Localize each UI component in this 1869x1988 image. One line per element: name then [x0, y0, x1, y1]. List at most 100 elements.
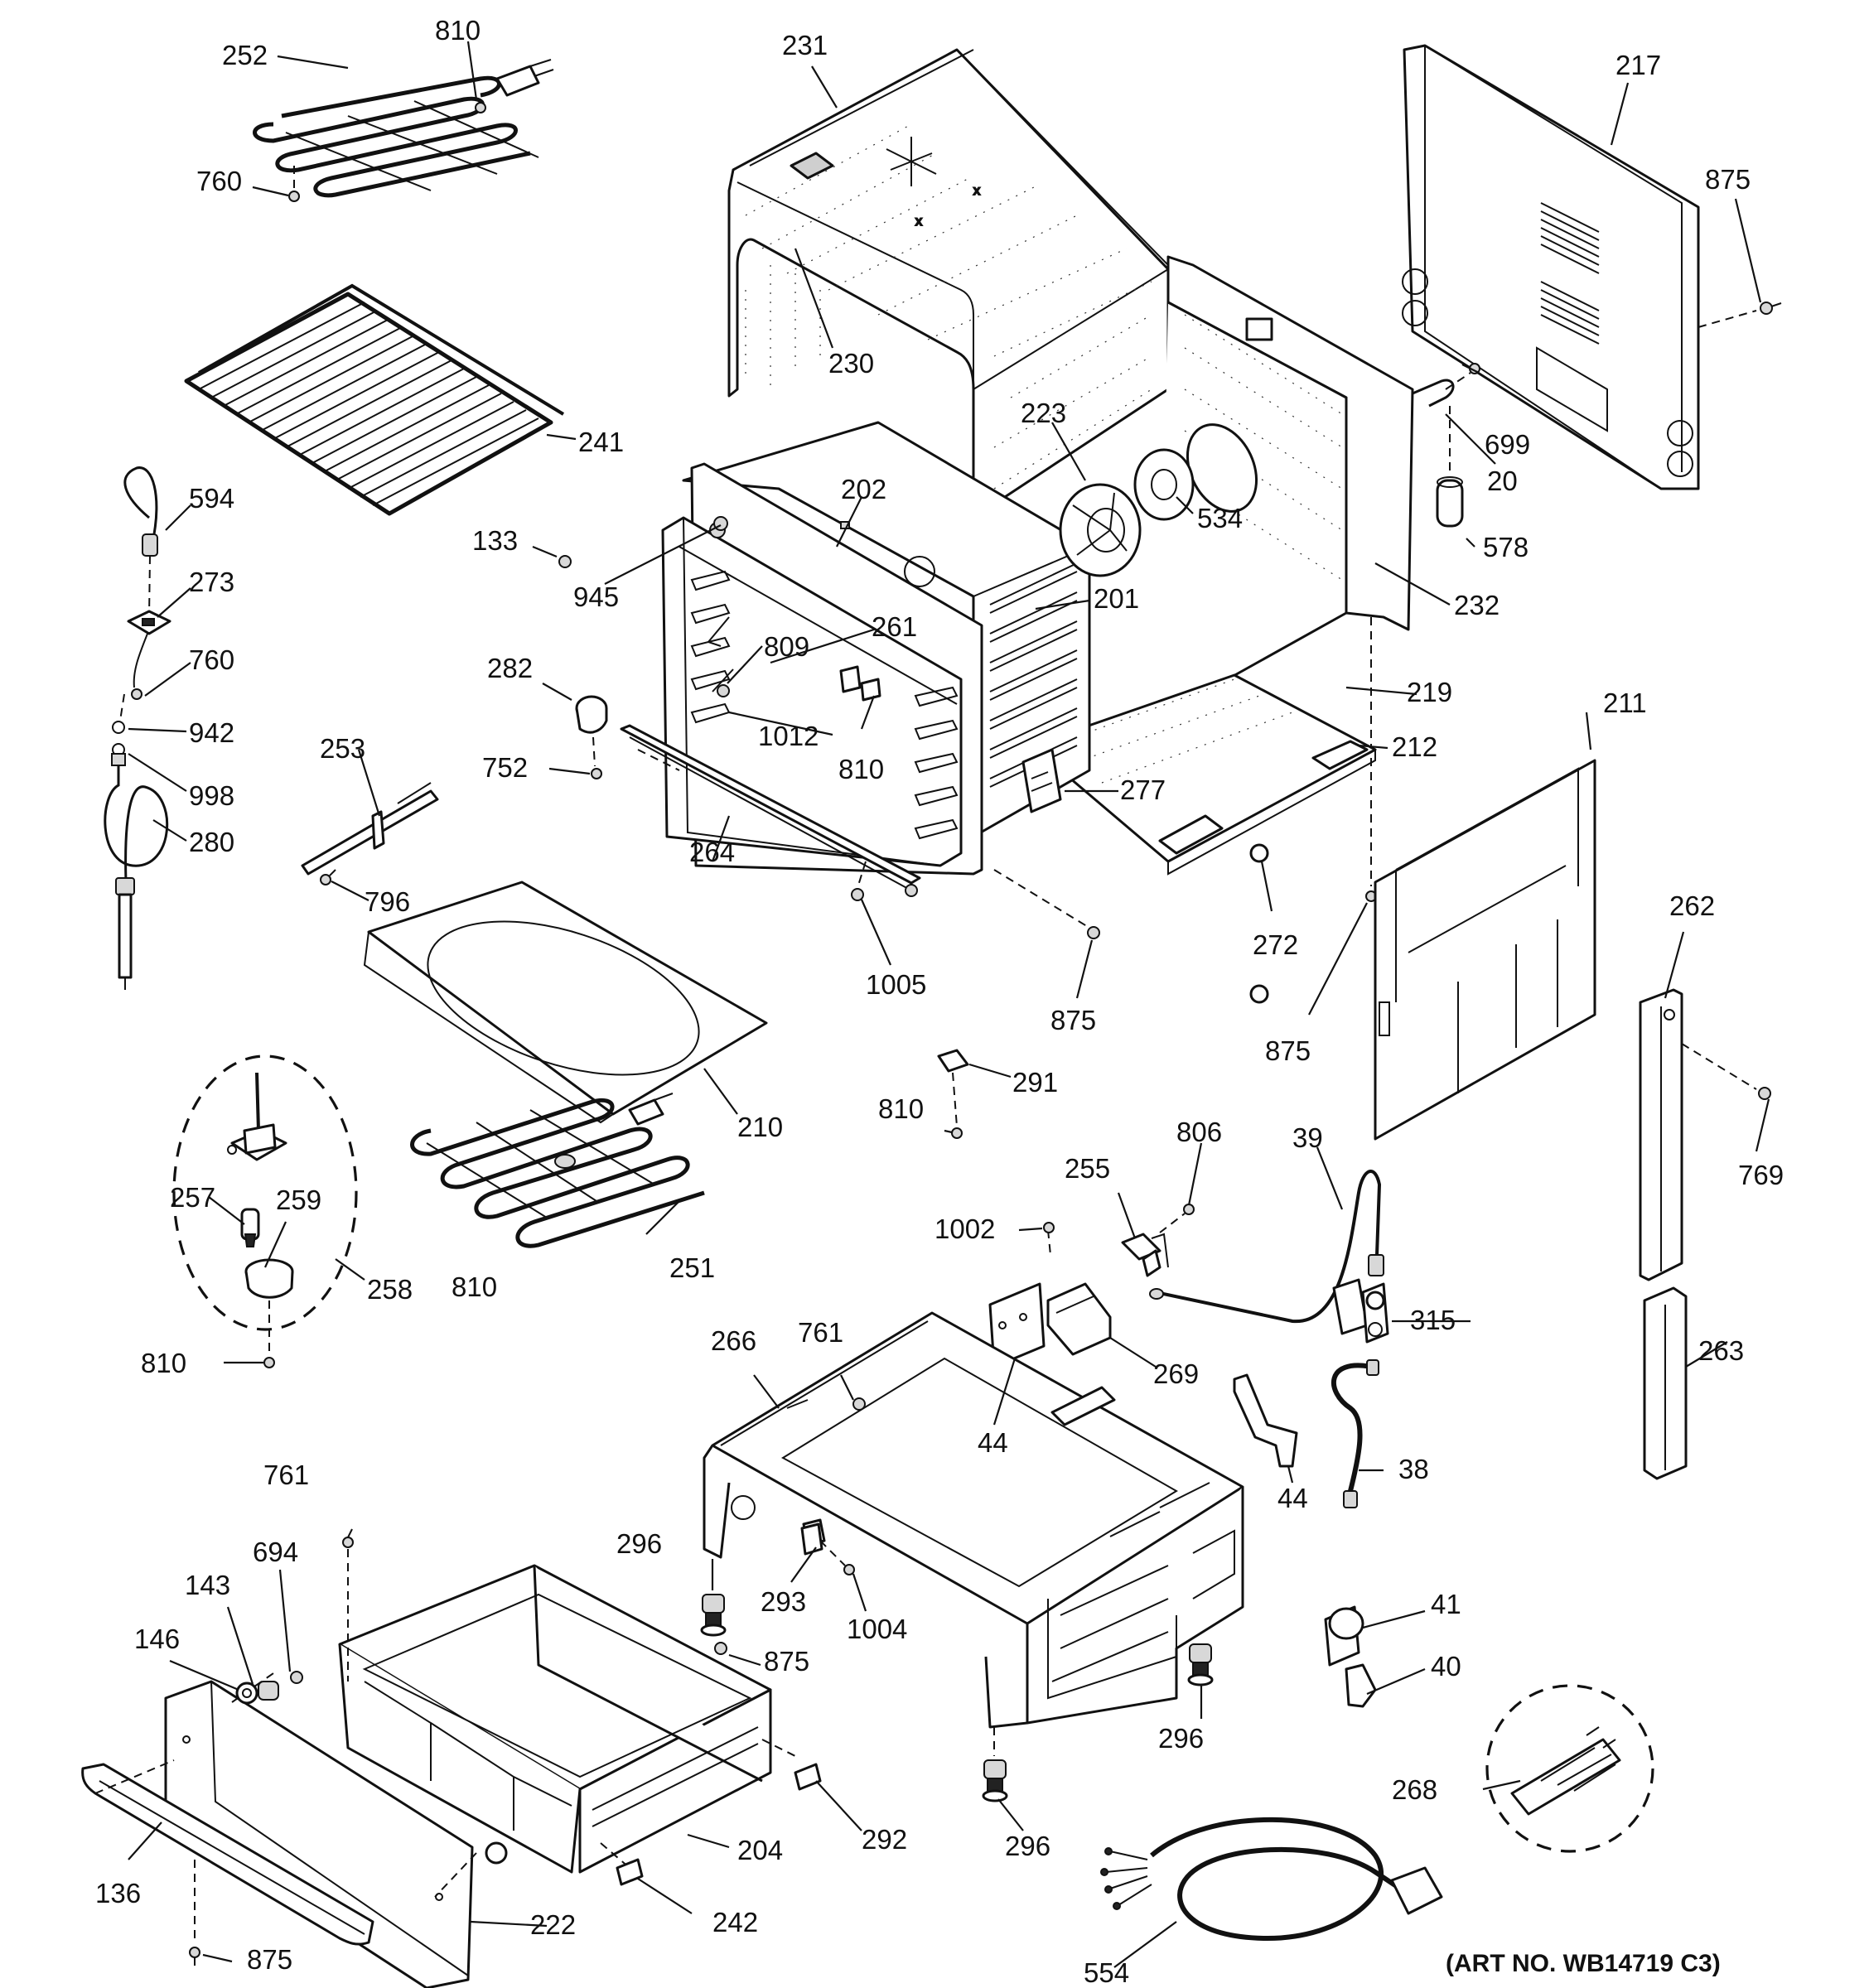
label-280: 280: [189, 827, 234, 857]
label-261: 261: [872, 611, 917, 642]
label-223: 223: [1021, 398, 1066, 428]
label-251: 251: [669, 1252, 715, 1283]
oven-floor-210: [363, 881, 768, 1124]
leveling-legs-296: [700, 1594, 1214, 1802]
gas-line-38: [1331, 1359, 1379, 1508]
label-761b: 761: [263, 1460, 309, 1490]
label-694: 694: [253, 1537, 298, 1567]
drawer-fasteners: [235, 1528, 354, 1705]
regulator-315: [1332, 1278, 1389, 1344]
label-296b: 296: [1158, 1723, 1204, 1754]
label-277: 277: [1120, 774, 1166, 805]
svg-text:x: x: [973, 184, 980, 198]
label-875b: 875: [1050, 1005, 1096, 1035]
label-264: 264: [689, 837, 735, 867]
label-875c: 875: [1265, 1035, 1311, 1066]
label-222: 222: [530, 1909, 576, 1940]
label-942: 942: [189, 717, 234, 748]
outer-wrapper-231: x x: [727, 48, 1170, 519]
small-fasteners-top: [558, 516, 1100, 939]
oven-front-rail-264: [620, 724, 921, 897]
art-number: (ART NO. WB14719 C3): [1446, 1950, 1721, 1977]
label-998: 998: [189, 780, 234, 811]
label-211: 211: [1603, 688, 1647, 718]
label-291: 291: [1012, 1067, 1058, 1098]
label-292: 292: [862, 1824, 907, 1855]
bottom-panel-212: [1030, 673, 1377, 1004]
part-number-labels: 252 810 760 231 230 217 875 241 223 534 …: [95, 15, 1784, 1988]
label-242: 242: [712, 1907, 758, 1937]
label-293: 293: [761, 1586, 806, 1617]
label-133: 133: [472, 525, 518, 556]
side-panel-211: [1374, 759, 1596, 1141]
label-810e: 810: [452, 1271, 497, 1302]
label-534: 534: [1197, 503, 1243, 533]
oven-rack-241: [184, 283, 565, 516]
gas-tubing-39: [1149, 1170, 1384, 1324]
label-1005: 1005: [866, 969, 926, 1000]
valve-assembly-255: [1043, 1204, 1195, 1277]
clip-and-spacer: [1412, 363, 1480, 528]
label-282: 282: [487, 653, 533, 683]
rear-panel-217: [1402, 44, 1782, 490]
label-258: 258: [367, 1274, 413, 1305]
label-39: 39: [1292, 1122, 1323, 1153]
label-230: 230: [828, 348, 874, 379]
label-202: 202: [841, 474, 886, 504]
label-875e: 875: [247, 1944, 292, 1975]
label-136: 136: [95, 1878, 141, 1908]
label-272: 272: [1253, 929, 1298, 960]
label-806: 806: [1176, 1117, 1222, 1147]
label-296c: 296: [1005, 1831, 1050, 1861]
label-760: 760: [196, 166, 242, 196]
power-cord-554: [1100, 1817, 1443, 1942]
label-231: 231: [782, 30, 828, 60]
broil-element-252: [253, 59, 554, 202]
oven-front-frame-202: [661, 462, 983, 876]
label-252: 252: [222, 40, 268, 70]
label-20: 20: [1487, 466, 1518, 496]
bracket-269: [988, 1282, 1112, 1368]
label-1004: 1004: [847, 1614, 907, 1644]
label-40: 40: [1431, 1651, 1461, 1682]
clip-291: [937, 1049, 969, 1139]
bracket-44: [1233, 1373, 1298, 1468]
bake-element-251: [410, 1093, 705, 1248]
label-253: 253: [320, 733, 365, 764]
label-143: 143: [185, 1570, 230, 1600]
label-810d: 810: [141, 1348, 186, 1378]
label-269: 269: [1153, 1358, 1199, 1389]
label-1002: 1002: [934, 1214, 995, 1244]
label-241: 241: [578, 427, 624, 457]
label-201: 201: [1094, 583, 1139, 614]
label-217: 217: [1615, 50, 1661, 80]
label-204: 204: [737, 1835, 783, 1865]
label-769: 769: [1738, 1160, 1784, 1190]
detail-268: [1485, 1684, 1654, 1853]
regulator-41: [1324, 1605, 1377, 1708]
label-809: 809: [764, 631, 809, 662]
label-146: 146: [134, 1624, 180, 1654]
label-945: 945: [573, 581, 619, 612]
label-268: 268: [1392, 1774, 1437, 1805]
back-wall-232: [1160, 255, 1414, 902]
label-578: 578: [1483, 532, 1529, 562]
label-257: 257: [170, 1182, 215, 1213]
base-frame-266: [703, 1311, 1244, 1729]
bracket-277: [1021, 748, 1062, 813]
label-315: 315: [1410, 1305, 1456, 1335]
label-38: 38: [1398, 1454, 1429, 1484]
label-219: 219: [1407, 677, 1452, 707]
leader-lines: [128, 41, 1770, 1968]
label-273: 273: [189, 567, 234, 597]
label-554: 554: [1084, 1957, 1129, 1988]
label-232: 232: [1454, 590, 1500, 620]
label-752: 752: [482, 752, 528, 783]
clip-293: [800, 1522, 823, 1556]
label-262: 262: [1669, 890, 1715, 921]
label-296: 296: [616, 1528, 662, 1559]
label-44b: 44: [1277, 1483, 1308, 1513]
label-761: 761: [798, 1317, 843, 1348]
label-41: 41: [1431, 1589, 1461, 1619]
